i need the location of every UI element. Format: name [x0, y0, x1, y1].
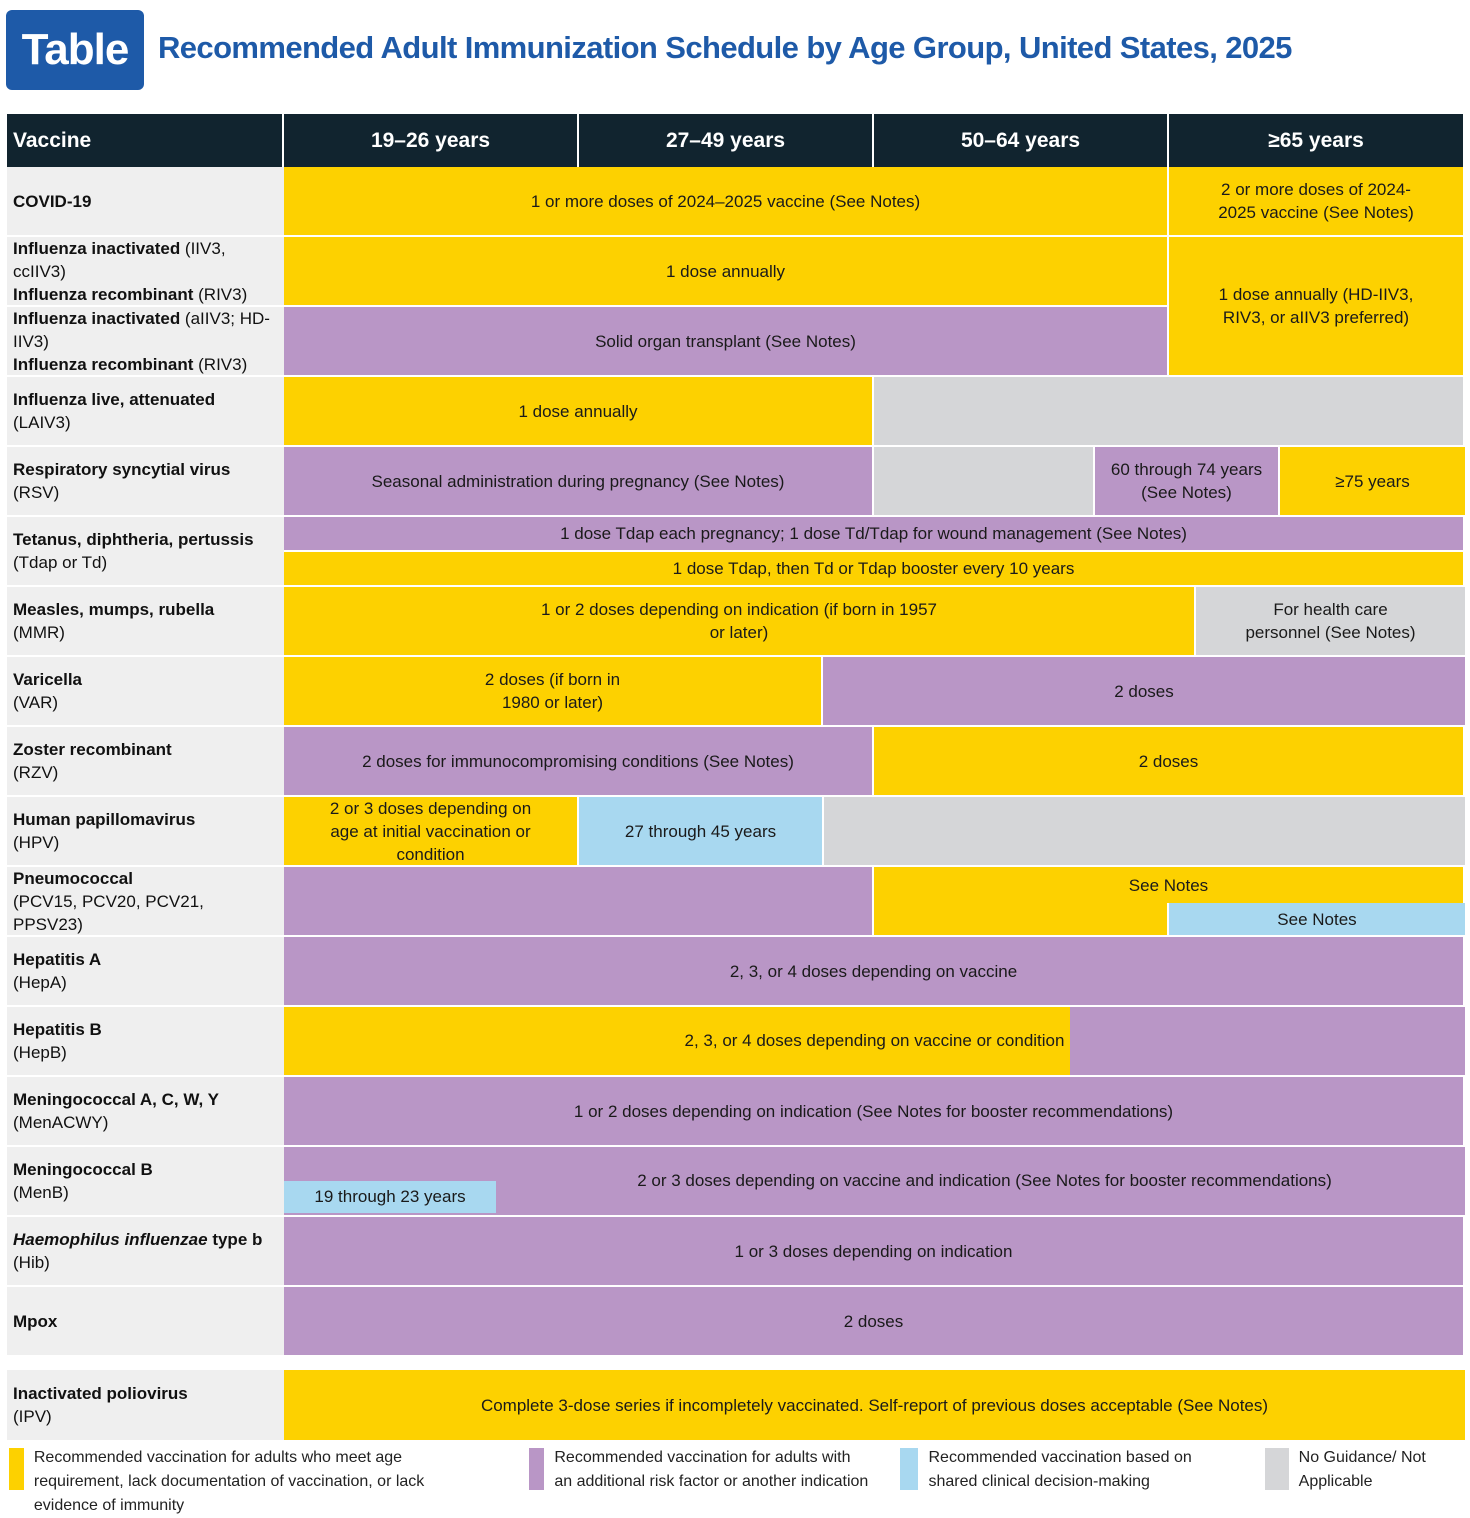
header-19-26: 19–26 years — [284, 114, 579, 167]
flu-transplant-bar: Solid organ transplant (See Notes) — [284, 307, 1169, 377]
covid-bar-19-64: 1 or more doses of 2024–2025 vaccine (Se… — [284, 167, 1169, 237]
rsv-older-cell: 60 through 74 years (See Notes) ≥75 year… — [874, 447, 1465, 517]
vaccine-laiv: Influenza live, attenuated(LAIV3) — [7, 377, 284, 447]
vaccine-menb: Meningococcal B(MenB) — [7, 1147, 284, 1217]
vaccine-hepb: Hepatitis B(HepB) — [7, 1007, 284, 1077]
hpv-27-45-bar: 27 through 45 years — [579, 797, 824, 867]
legend-swatch-blue — [900, 1448, 919, 1490]
tdap-booster-bar: 1 dose Tdap, then Td or Tdap booster eve… — [284, 552, 1465, 587]
hpv-initial-bar: 2 or 3 doses depending on age at initial… — [284, 797, 579, 867]
pneumo-see-notes-blue: See Notes — [1169, 903, 1465, 937]
vaccine-influenza-high-dose: Influenza inactivated (aIIV3; HD-IIV3) I… — [7, 307, 284, 377]
laiv-bar: 1 dose annually — [284, 377, 874, 447]
legend-gray-text: No Guidance/ Not Applicable — [1298, 1449, 1426, 1490]
hepa-bar: 2, 3, or 4 doses depending on vaccine — [284, 937, 1465, 1007]
hepb-yellow-bar — [284, 1007, 1070, 1077]
mpox-bar: 2 doses — [284, 1287, 1465, 1357]
pneumo-older-cell: See Notes See Notes — [874, 867, 1465, 937]
hpv-cell: 27 through 45 years — [579, 797, 1465, 867]
rsv-75-bar: ≥75 years — [1280, 447, 1465, 517]
covid-bar-65: 2 or more doses of 2024-2025 vaccine (Se… — [1169, 167, 1465, 237]
legend-yellow: Recommended vaccination for adults who m… — [9, 1446, 489, 1518]
pneumo-50-64-bar — [874, 903, 1169, 937]
hepb-label: 2, 3, or 4 doses depending on vaccine or… — [684, 1031, 1065, 1050]
vaccine-covid: COVID-19 — [7, 167, 284, 237]
rsv-na-bar — [874, 447, 1095, 517]
menb-cell: 2 or 3 doses depending on vaccine and in… — [284, 1147, 1465, 1217]
table-number-badge: Table 1 — [6, 10, 144, 154]
legend-blue: Recommended vaccination based on shared … — [900, 1446, 1230, 1494]
varicella-born-bar: 2 doses (if born in 1980 or later) — [284, 657, 823, 727]
schedule-table: Vaccine 19–26 years 27–49 years 50–64 ye… — [7, 114, 1465, 1357]
hepb-cell: 2, 3, or 4 doses depending on vaccine or… — [284, 1007, 1465, 1077]
legend-blue-text: Recommended vaccination based on shared … — [928, 1449, 1192, 1490]
pneumo-risk-bar — [284, 867, 874, 937]
varicella-2doses-bar: 2 doses — [823, 657, 1465, 727]
zoster-2doses-bar: 2 doses — [874, 727, 1465, 797]
tdap-pregnancy-bar: 1 dose Tdap each pregnancy; 1 dose Td/Td… — [284, 517, 1465, 552]
hepb-purple-bar — [1070, 1007, 1465, 1077]
laiv-na-bar — [874, 377, 1465, 447]
vaccine-mmr: Measles, mumps, rubella(MMR) — [7, 587, 284, 657]
hib-bar: 1 or 3 doses depending on indication — [284, 1217, 1465, 1287]
hpv-na-bar — [824, 797, 1465, 867]
header-27-49: 27–49 years — [579, 114, 874, 167]
legend-swatch-yellow — [9, 1448, 24, 1490]
pneumo-lower-row: See Notes — [874, 903, 1465, 937]
header-65-plus: ≥65 years — [1169, 114, 1465, 167]
ipv-bar: Complete 3-dose series if incompletely v… — [284, 1370, 1465, 1440]
flu-inact-bar: 1 dose annually — [284, 237, 1169, 307]
vaccine-pneumococcal: Pneumococcal(PCV15, PCV20, PCV21, PPSV23… — [7, 867, 284, 937]
menb-19-23-bar: 19 through 23 years — [284, 1181, 496, 1213]
vaccine-tdap: Tetanus, diphtheria, pertussis(Tdap or T… — [7, 517, 284, 587]
legend-purple-text: Recommended vaccination for adults with … — [554, 1449, 869, 1490]
header-50-64: 50–64 years — [874, 114, 1169, 167]
rsv-pregnancy-bar: Seasonal administration during pregnancy… — [284, 447, 874, 517]
menb-label: 2 or 3 doses depending on vaccine and in… — [637, 1171, 1332, 1190]
legend-swatch-purple — [529, 1448, 545, 1490]
vaccine-hpv: Human papillomavirus(HPV) — [7, 797, 284, 867]
vaccine-influenza-inactivated: Influenza inactivated (IIV3, ccIIV3) Inf… — [7, 237, 284, 307]
vaccine-varicella: Varicella(VAR) — [7, 657, 284, 727]
vaccine-rsv: Respiratory syncytial virus(RSV) — [7, 447, 284, 517]
legend-purple: Recommended vaccination for adults with … — [529, 1446, 869, 1494]
legend-yellow-text: Recommended vaccination for adults who m… — [33, 1449, 425, 1514]
flu-65-bar: 1 dose annually (HD-IIV3, RIV3, or aIIV3… — [1169, 237, 1465, 377]
mmr-hcp-bar: For health care personnel (See Notes) — [1196, 587, 1465, 657]
legend-swatch-gray — [1265, 1448, 1289, 1490]
page-title: Recommended Adult Immunization Schedule … — [158, 30, 1292, 65]
mmr-bar: 1 or 2 doses depending on indication (if… — [284, 587, 1196, 657]
rsv-60-74-bar: 60 through 74 years (See Notes) — [1095, 447, 1280, 517]
legend-gray: No Guidance/ Not Applicable — [1265, 1446, 1460, 1494]
vaccine-ipv: Inactivated poliovirus(IPV) — [7, 1370, 284, 1440]
zoster-immuno-bar: 2 doses for immunocompromising condition… — [284, 727, 874, 797]
vaccine-hib: Haemophilus influenzae type b (Hib) — [7, 1217, 284, 1287]
vaccine-menacwy: Meningococcal A, C, W, Y(MenACWY) — [7, 1077, 284, 1147]
header-vaccine: Vaccine — [7, 114, 284, 167]
vaccine-hepa: Hepatitis A(HepA) — [7, 937, 284, 1007]
ipv-row: Inactivated poliovirus(IPV) Complete 3-d… — [7, 1370, 1465, 1440]
vaccine-mpox: Mpox — [7, 1287, 284, 1357]
vaccine-zoster: Zoster recombinant(RZV) — [7, 727, 284, 797]
tdap-cell: 1 dose Tdap each pregnancy; 1 dose Td/Td… — [284, 517, 1465, 587]
varicella-cell: 2 doses (if born in 1980 or later) 2 dos… — [284, 657, 1465, 727]
menacwy-bar: 1 or 2 doses depending on indication (Se… — [284, 1077, 1465, 1147]
mmr-cell: 1 or 2 doses depending on indication (if… — [284, 587, 1465, 657]
pneumo-see-notes-yellow: See Notes — [874, 867, 1465, 903]
legend: Recommended vaccination for adults who m… — [7, 1446, 1465, 1514]
